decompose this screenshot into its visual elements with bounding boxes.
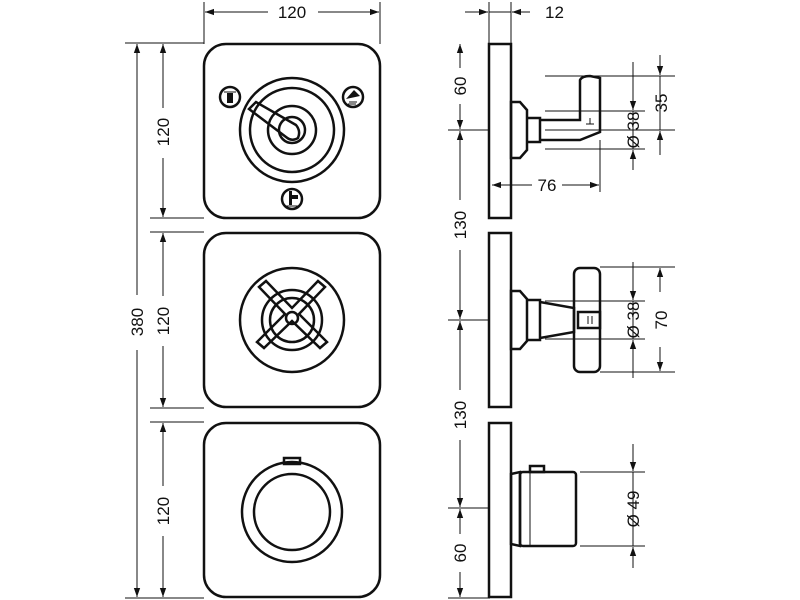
total-height-label: 380 — [128, 308, 147, 336]
axis-offset-top-label: 60 — [451, 77, 470, 96]
diameter-top-label: Ø 38 — [624, 112, 643, 149]
diameter-bottom-label: Ø 49 — [624, 491, 643, 528]
cross-handle-icon — [255, 279, 329, 350]
shutoff-panel — [202, 231, 382, 409]
height-mid-label: 70 — [652, 311, 671, 330]
axis-offset-bottom-label: 60 — [451, 544, 470, 563]
plate-thickness-label: 12 — [545, 3, 564, 22]
dim-top-diameter-height: Ø 38 35 — [545, 55, 675, 170]
panel-height-3-label: 120 — [154, 497, 173, 525]
diverter-panel — [202, 42, 382, 220]
dim-plate-thickness: 12 — [465, 2, 564, 44]
height-top-label: 35 — [652, 94, 671, 113]
spacing-1-label: 130 — [451, 211, 470, 239]
panel-height-1-label: 120 — [154, 118, 173, 146]
diverter-side-view — [487, 42, 602, 220]
dim-axis-spacing: 60 130 130 60 — [448, 44, 490, 599]
thermostat-panel — [202, 421, 382, 599]
thermostat-ring-icon — [240, 456, 344, 564]
overhead-shower-icon — [341, 85, 365, 109]
dim-bottom-diameter: Ø 49 — [580, 444, 645, 568]
panel-height-2-label: 120 — [154, 307, 173, 335]
shutoff-side-view — [487, 231, 602, 409]
dim-total-height: 380 — [125, 42, 204, 599]
thermostat-side-view — [487, 421, 578, 599]
handshower-icon — [218, 85, 242, 109]
dim-front-width: 120 — [203, 2, 381, 44]
dim-mid-diameter-height: Ø 38 70 — [545, 262, 675, 378]
bath-spout-icon — [280, 187, 304, 211]
dim-panel-heights: 120 120 120 — [150, 44, 204, 597]
handle-length-label: 76 — [538, 176, 557, 195]
spacing-2-label: 130 — [451, 401, 470, 429]
front-width-label: 120 — [278, 3, 306, 22]
diameter-mid-label: Ø 38 — [624, 302, 643, 339]
dim-handle-length: 76 — [492, 140, 601, 195]
